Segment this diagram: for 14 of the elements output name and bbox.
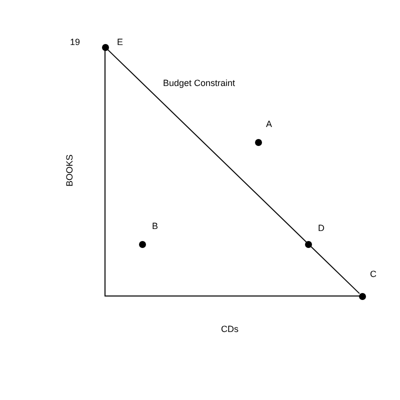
edge-label: Budget Constraint	[163, 79, 236, 88]
tick-label: 19	[70, 38, 80, 47]
point-label: E	[117, 38, 124, 47]
data-point	[358, 292, 366, 300]
data-point	[102, 44, 108, 50]
data-point	[254, 138, 262, 146]
axis-title: CDs	[221, 325, 238, 334]
point-label: A	[266, 120, 272, 129]
data-point	[138, 240, 146, 248]
point-label: C	[370, 270, 376, 279]
data-point	[304, 240, 312, 248]
axis-title: BOOKS	[66, 154, 74, 186]
point-label: B	[152, 222, 158, 231]
point-label: D	[318, 224, 324, 233]
